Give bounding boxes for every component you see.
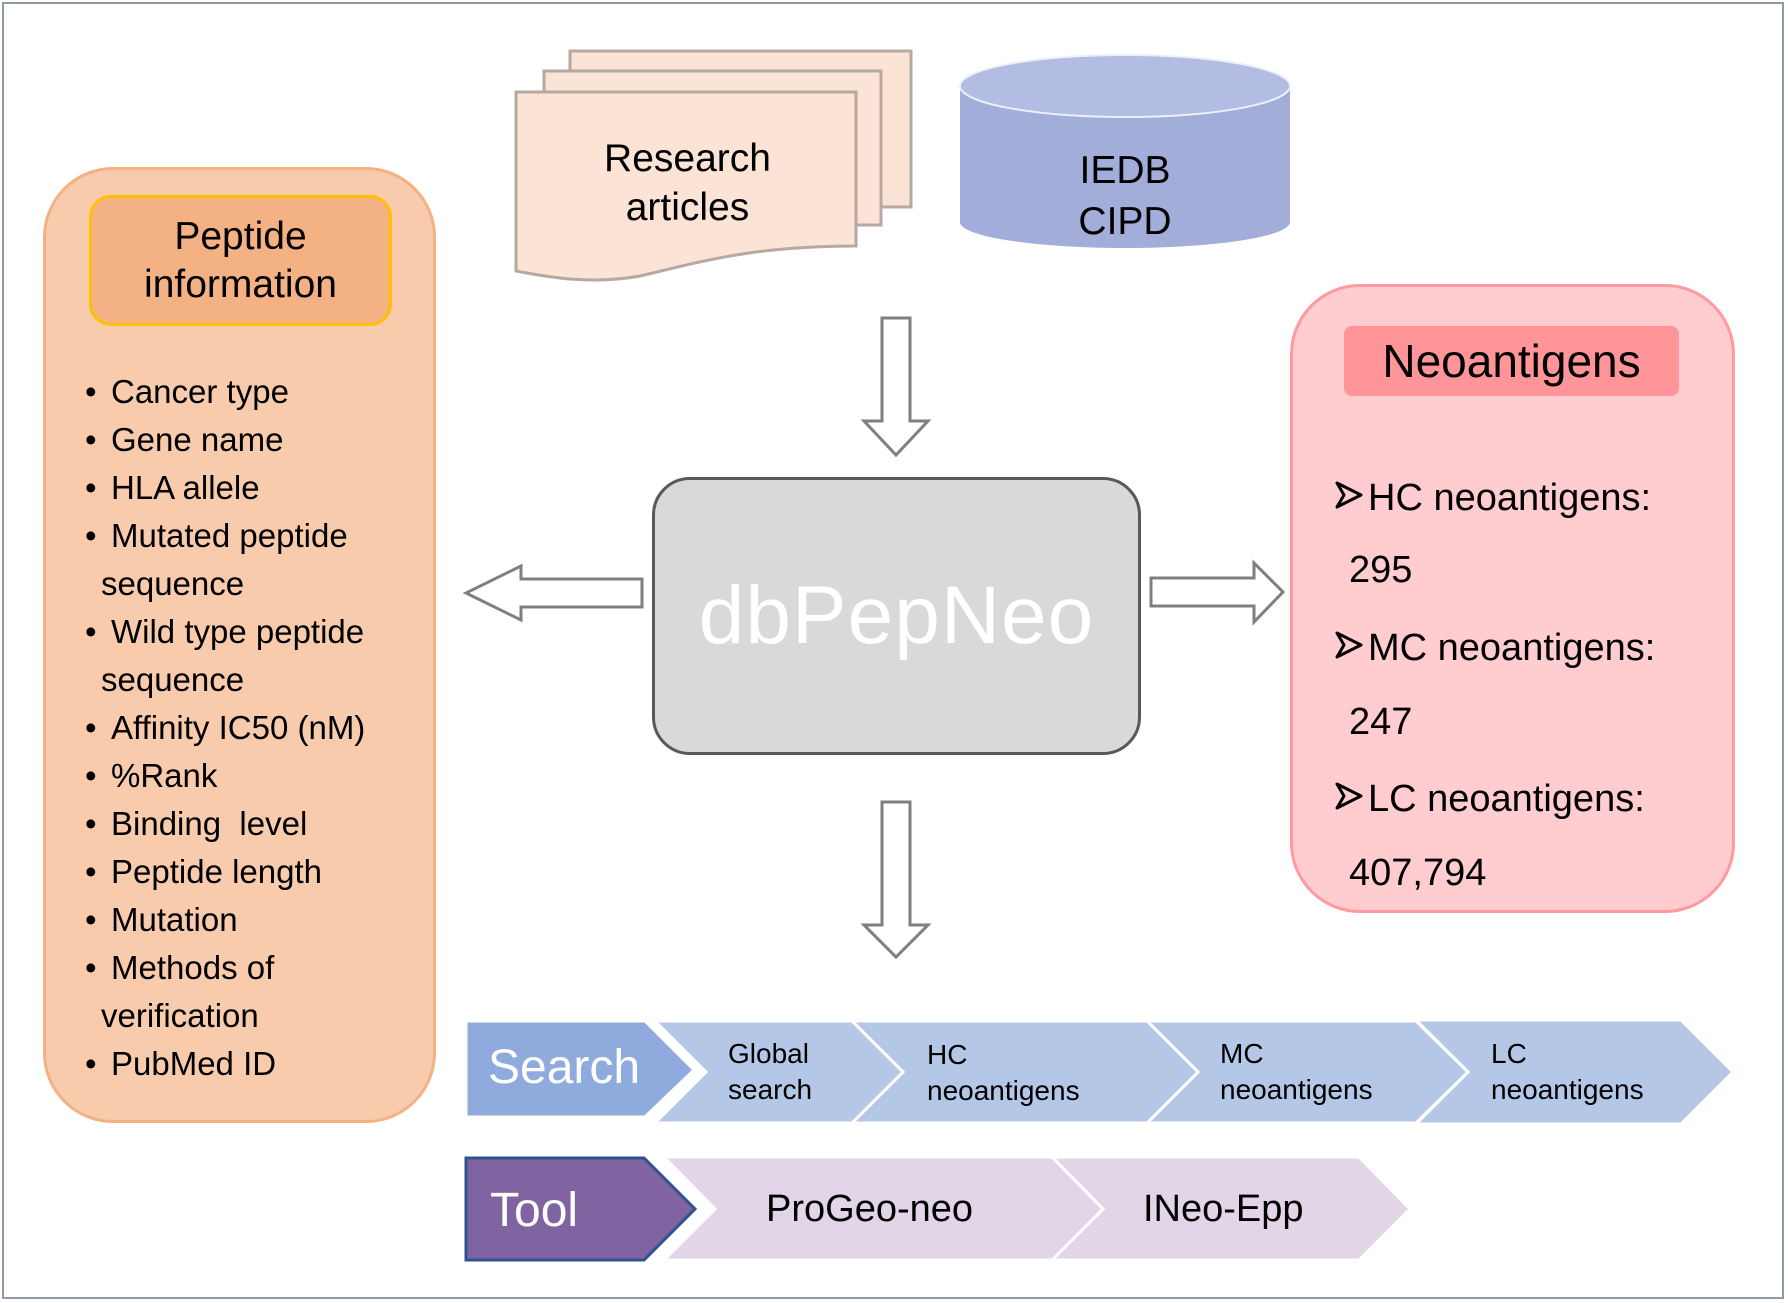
database-cylinder [959, 54, 1291, 248]
mc-neoantigens-value: 247 [1349, 701, 1413, 743]
search-item-mc-neoantigens[interactable]: MC neoantigens [1220, 1038, 1373, 1105]
list-item: Mutation [85, 896, 433, 944]
arrow-down-to-center [860, 316, 932, 458]
database-body [960, 86, 1290, 248]
search-item-global[interactable]: Global search [728, 1038, 813, 1105]
arrowhead-bullet-icon [1335, 782, 1363, 810]
tool-head-shape [464, 1156, 698, 1262]
database-line1: IEDB [1079, 149, 1171, 192]
tool-chevron-progeo-neo [660, 1155, 1106, 1262]
arrowhead-bullet-icon [1335, 481, 1363, 509]
list-item: Peptide length [85, 848, 433, 896]
database-line2: CIPD [1078, 200, 1172, 243]
peptide-information-title: Peptide information [89, 195, 392, 326]
search-head-label: Search [488, 1041, 641, 1094]
list-item: Cancer type [85, 368, 433, 416]
list-item: Affinity IC50 (nM) [85, 704, 433, 752]
search-item-lc-neoantigens[interactable]: LC neoantigens [1491, 1038, 1644, 1105]
neoantigens-title: Neoantigens [1344, 326, 1679, 396]
arrow-left-to-peptide-info [462, 563, 644, 623]
research-articles-line2: articles [625, 186, 750, 229]
list-item: Gene name [85, 416, 433, 464]
document-front [514, 90, 858, 282]
tool-head-label: Tool [490, 1184, 579, 1237]
hc-neoantigens-label: HC neoantigens: [1334, 476, 1651, 520]
peptide-title-line1: Peptide [174, 214, 307, 258]
list-item: PubMed ID [85, 1040, 433, 1088]
tool-item-progeo-neo[interactable]: ProGeo-neo [766, 1188, 974, 1230]
research-articles-stack [514, 49, 913, 282]
dbpepneo-center-box: dbPepNeo [652, 477, 1141, 755]
hc-neoantigens-value: 295 [1349, 549, 1413, 591]
search-chevron-global [651, 1019, 906, 1125]
peptide-information-list: Cancer type Gene name HLA allele Mutated… [85, 368, 433, 1088]
lc-neoantigens-label: LC neoantigens: [1334, 777, 1645, 821]
database-label: IEDB CIPD [960, 145, 1290, 247]
tool-item-ineo-epp[interactable]: INeo-Epp [1143, 1188, 1304, 1230]
list-item: HLA allele [85, 464, 433, 512]
peptide-title-line2: information [144, 262, 337, 306]
search-item-hc-neoantigens[interactable]: HC neoantigens [927, 1039, 1080, 1106]
mc-neoantigens-label: MC neoantigens: [1334, 626, 1655, 670]
research-articles-line1: Research [604, 137, 771, 180]
arrow-down-to-search [860, 800, 932, 960]
arrow-right-to-neoantigens [1149, 559, 1286, 626]
list-item: Binding level [85, 800, 433, 848]
research-articles-label: Research articles [540, 134, 835, 232]
arrowhead-bullet-icon [1335, 631, 1363, 659]
list-item: %Rank [85, 752, 433, 800]
search-head-shape [464, 1019, 697, 1119]
database-top [959, 54, 1291, 118]
lc-neoantigens-value: 407,794 [1349, 852, 1487, 894]
